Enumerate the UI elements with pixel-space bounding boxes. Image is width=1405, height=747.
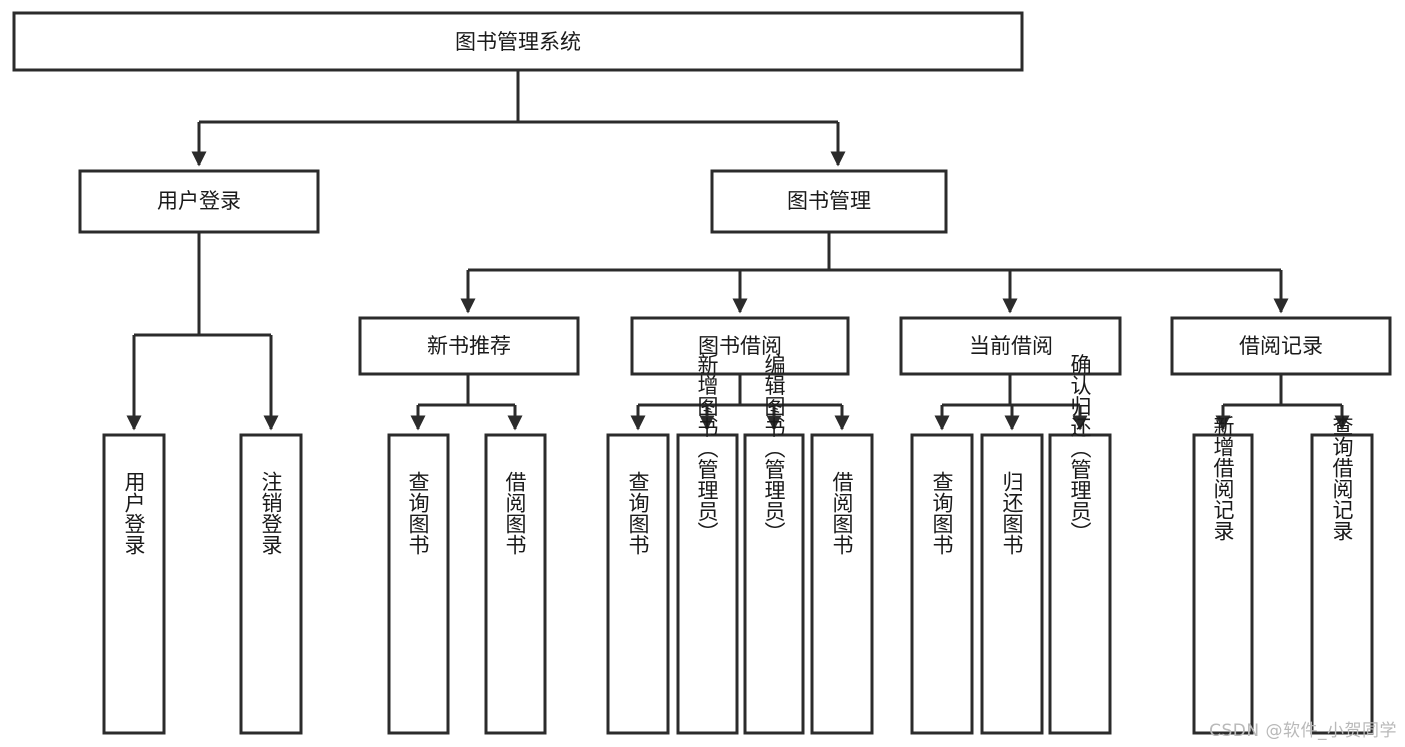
leaf-borrow-2[interactable]: 新增图书（管理员） xyxy=(676,354,739,735)
leaf-borrow-2-box[interactable] xyxy=(676,433,739,735)
leaf-record-2-box[interactable] xyxy=(1310,433,1374,735)
leaf-borrow-1-box[interactable] xyxy=(606,433,670,735)
node-book-management-label: 图书管理 xyxy=(787,189,871,213)
node-root-box[interactable] xyxy=(12,11,1024,72)
node-current-borrow-box[interactable] xyxy=(899,316,1122,376)
leaf-user-login-1-box[interactable] xyxy=(102,433,166,735)
leaf-user-login-2[interactable]: 注销登录 xyxy=(239,433,303,735)
leaf-borrow-3[interactable]: 编辑图书（管理员） xyxy=(743,354,805,735)
leaf-recommend-2-label: 借阅图书 xyxy=(503,471,527,555)
leaf-borrow-2-label: 新增图书（管理员） xyxy=(695,354,719,543)
leaf-record-1-label: 新增借阅记录 xyxy=(1211,415,1235,541)
leaf-user-login-2-box[interactable] xyxy=(239,433,303,735)
node-root-label: 图书管理系统 xyxy=(455,30,581,54)
leaf-borrow-1[interactable]: 查询图书 xyxy=(606,433,670,735)
node-new-book-recommend-box[interactable] xyxy=(358,316,580,376)
node-root[interactable]: 图书管理系统 xyxy=(12,11,1024,72)
leaf-recommend-2[interactable]: 借阅图书 xyxy=(484,433,547,735)
leaf-current-2-label: 归还图书 xyxy=(1000,471,1024,555)
leaf-borrow-4[interactable]: 借阅图书 xyxy=(810,433,874,735)
leaf-current-3-box[interactable] xyxy=(1048,433,1112,735)
node-borrow-record-label: 借阅记录 xyxy=(1239,334,1323,358)
node-user-login-box[interactable] xyxy=(78,169,320,234)
node-user-login[interactable]: 用户登录 xyxy=(78,169,320,234)
leaf-current-1-box[interactable] xyxy=(910,433,974,735)
node-user-login-label: 用户登录 xyxy=(157,189,241,213)
node-current-borrow-label: 当前借阅 xyxy=(969,334,1053,358)
leaf-borrow-3-label: 编辑图书（管理员） xyxy=(762,354,786,543)
csdn-watermark: CSDN @软件_小贺同学 xyxy=(1209,721,1397,741)
node-book-borrow[interactable]: 图书借阅 xyxy=(630,316,850,376)
leaf-record-2[interactable]: 查询借阅记录 xyxy=(1310,415,1374,735)
node-book-borrow-box[interactable] xyxy=(630,316,850,376)
node-borrow-record[interactable]: 借阅记录 xyxy=(1170,316,1392,376)
leaf-borrow-1-label: 查询图书 xyxy=(626,471,650,555)
leaf-borrow-4-label: 借阅图书 xyxy=(830,471,854,555)
leaf-record-1[interactable]: 新增借阅记录 xyxy=(1192,415,1254,735)
leaf-user-login-1-label: 用户登录 xyxy=(122,471,146,555)
leaf-recommend-1-box[interactable] xyxy=(387,433,450,735)
leaf-recommend-1-label: 查询图书 xyxy=(406,471,430,555)
node-new-book-recommend[interactable]: 新书推荐 xyxy=(358,316,580,376)
node-book-management-box[interactable] xyxy=(710,169,948,234)
node-book-borrow-label: 图书借阅 xyxy=(698,334,782,358)
leaf-record-2-label: 查询借阅记录 xyxy=(1330,415,1354,541)
leaf-current-2[interactable]: 归还图书 xyxy=(980,433,1044,735)
leaf-borrow-3-box[interactable] xyxy=(743,433,805,735)
leaf-current-3-label: 确认归还（管理员） xyxy=(1068,354,1092,543)
node-borrow-record-box[interactable] xyxy=(1170,316,1392,376)
node-new-book-recommend-label: 新书推荐 xyxy=(427,334,511,358)
leaf-current-2-box[interactable] xyxy=(980,433,1044,735)
node-book-management[interactable]: 图书管理 xyxy=(710,169,948,234)
leaf-recommend-1[interactable]: 查询图书 xyxy=(387,433,450,735)
leaf-current-1[interactable]: 查询图书 xyxy=(910,433,974,735)
leaf-user-login-2-label: 注销登录 xyxy=(259,471,283,555)
leaf-recommend-2-box[interactable] xyxy=(484,433,547,735)
leaf-borrow-4-box[interactable] xyxy=(810,433,874,735)
leaf-user-login-1[interactable]: 用户登录 xyxy=(102,433,166,735)
leaf-current-1-label: 查询图书 xyxy=(930,471,954,555)
leaf-current-3[interactable]: 确认归还（管理员） xyxy=(1048,354,1112,735)
node-current-borrow[interactable]: 当前借阅 xyxy=(899,316,1122,376)
leaf-record-1-box[interactable] xyxy=(1192,433,1254,735)
